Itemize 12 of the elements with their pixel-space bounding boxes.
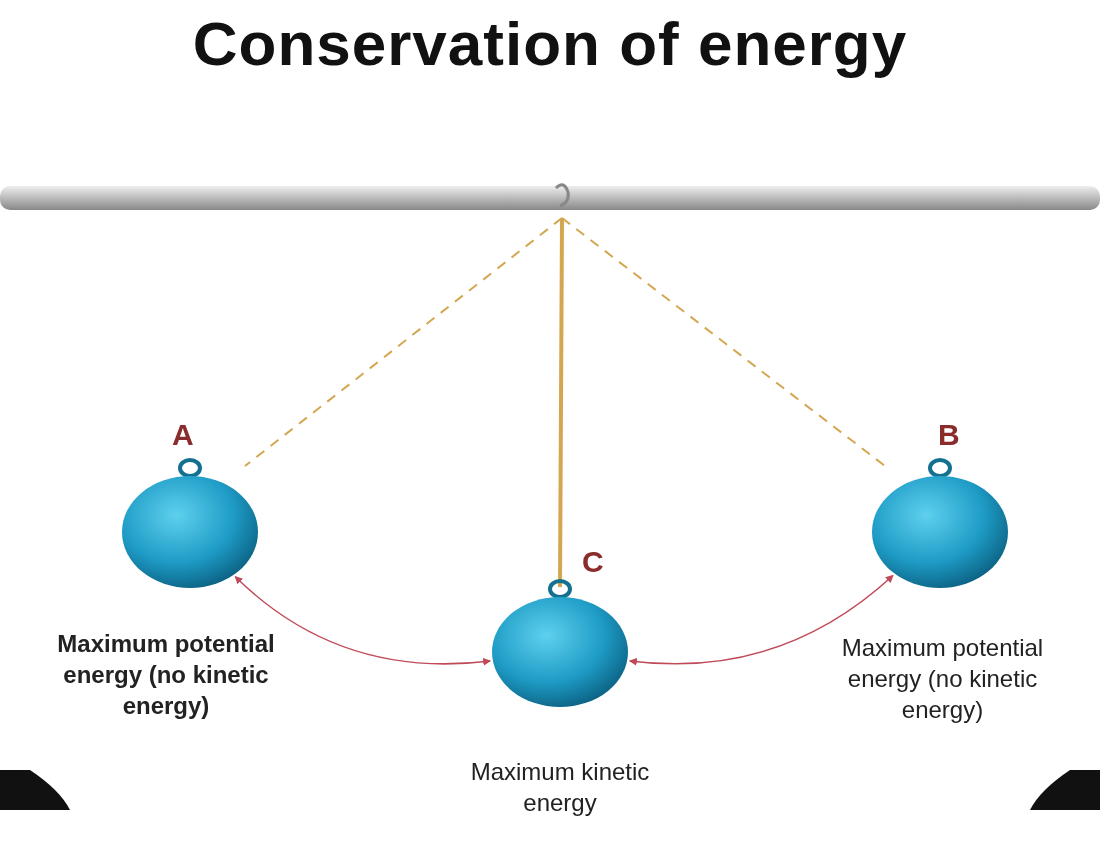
point-letter: C xyxy=(582,545,604,579)
pendulum-ball xyxy=(870,456,1010,590)
energy-caption: Maximum potential energy (no kinetic energy) xyxy=(56,629,276,722)
arrow xyxy=(628,574,894,666)
pendulum-ball xyxy=(490,577,630,709)
pendulum-ball xyxy=(120,456,260,590)
energy-caption: Maximum potential energy (no kinetic energy) xyxy=(840,633,1045,726)
point-letter: A xyxy=(172,418,194,452)
energy-caption: Maximum kinetic energy xyxy=(469,757,651,819)
title: Conservation of energy xyxy=(191,8,909,79)
arrow xyxy=(234,575,492,666)
point-letter: B xyxy=(938,418,960,452)
